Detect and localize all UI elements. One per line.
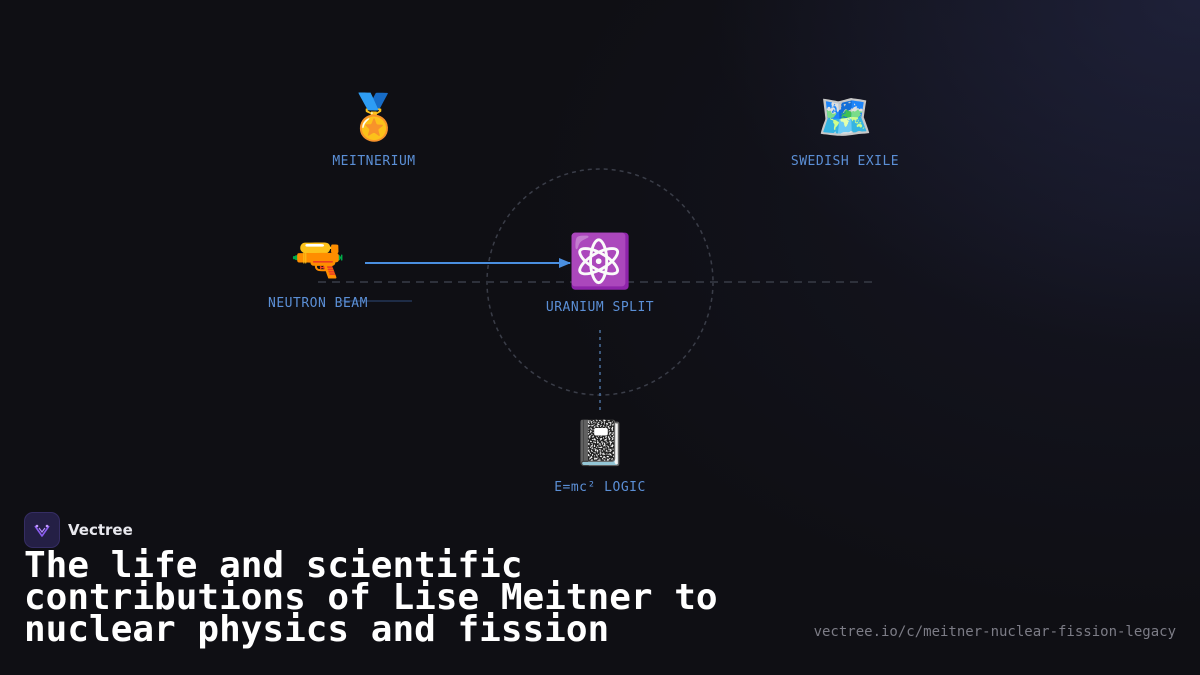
page-title: The life and scientific contributions of… bbox=[24, 545, 718, 650]
node-label: SWEDISH EXILE bbox=[790, 154, 900, 169]
brand[interactable]: Vectree bbox=[24, 512, 133, 548]
atom-icon: ⚛️ bbox=[567, 232, 633, 292]
medal-icon: 🏅 bbox=[346, 92, 402, 143]
vectree-logo-icon bbox=[24, 512, 60, 548]
node-emc2-logic[interactable]: 📓 E=mc² LOGIC bbox=[500, 416, 700, 495]
node-label: NEUTRON BEAM bbox=[268, 296, 368, 311]
node-uranium-split[interactable]: ⚛️ URANIUM SPLIT bbox=[500, 232, 700, 315]
node-label: URANIUM SPLIT bbox=[545, 300, 655, 315]
node-meitnerium[interactable]: 🏅 MEITNERIUM bbox=[274, 90, 474, 169]
node-label: E=mc² LOGIC bbox=[554, 480, 646, 495]
ray-gun-icon: 🔫 bbox=[290, 234, 346, 285]
notebook-icon: 📓 bbox=[572, 418, 628, 469]
brand-name: Vectree bbox=[68, 521, 133, 539]
node-swedish-exile[interactable]: 🗺️ SWEDISH EXILE bbox=[745, 90, 945, 169]
node-neutron-beam[interactable]: 🔫 NEUTRON BEAM bbox=[218, 232, 418, 311]
page-url[interactable]: vectree.io/c/meitner-nuclear-fission-leg… bbox=[813, 624, 1176, 640]
map-icon: 🗺️ bbox=[817, 92, 873, 143]
node-label: MEITNERIUM bbox=[332, 154, 416, 169]
